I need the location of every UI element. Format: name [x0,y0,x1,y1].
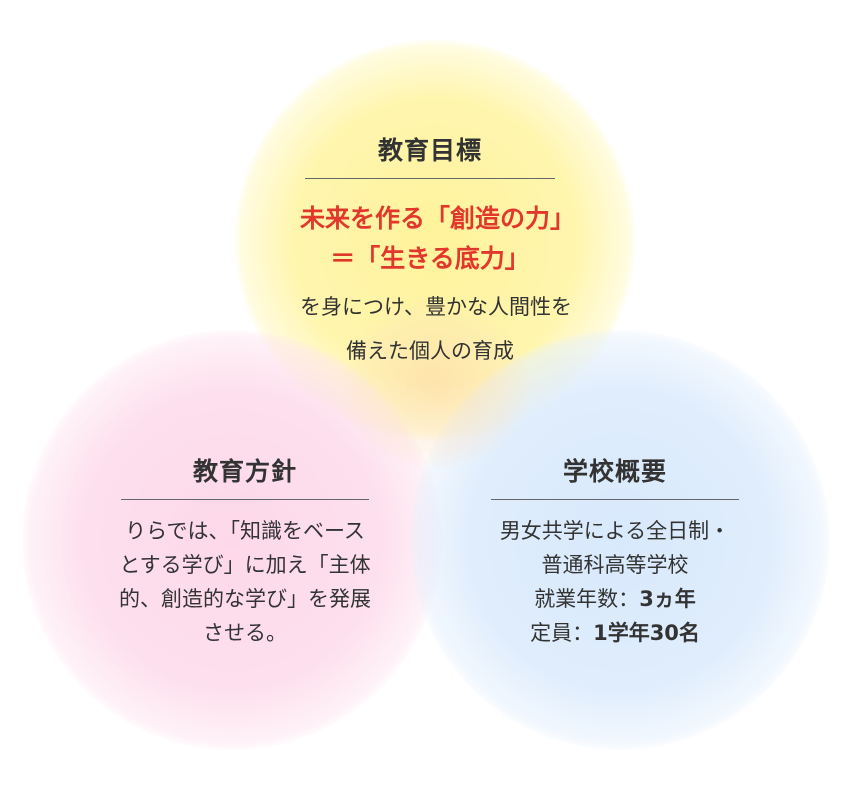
overview-panel: 学校概要 男女共学による全日制・ 普通科高等学校 就業年数：3ヵ年 定員：1学年… [460,455,770,650]
policy-text-line-3: 的、創造的な学び」を発展 [119,587,371,611]
circle-overlap [340,300,530,470]
overview-text-line-1: 男女共学による全日制・ [499,519,731,543]
goal-text-line-1: を身につけ、豊かな人間性を [300,295,572,319]
goal-panel: 教育目標 未来を作る「創造の力」 ＝「生きる底力」 を身につけ、豊かな人間性を … [300,134,576,367]
overview-title: 学校概要 [491,455,739,500]
overview-years-label: 就業年数： [534,587,640,611]
goal-highlight-line-2: ＝「生きる底力」 [330,244,530,273]
overview-years: 就業年数：3ヵ年 [460,582,770,616]
overview-capacity-value: 1学年30名 [593,621,700,645]
overview-years-value: 3ヵ年 [639,587,696,611]
goal-text-line-2: 備えた個人の育成 [346,339,514,363]
policy-text-line-2: とする学び」に加え「主体 [119,553,371,577]
overview-text-line-2: 普通科高等学校 [541,553,689,577]
policy-text-line-4: させる。 [203,621,287,645]
goal-highlight-line-1: 未来を作る「創造の力」 [300,204,576,233]
policy-text-line-1: りらでは、「知識をベース [125,519,365,543]
goal-title: 教育目標 [305,134,555,179]
policy-panel: 教育方針 りらでは、「知識をベース とする学び」に加え「主体 的、創造的な学び」… [90,455,400,650]
overview-capacity-label: 定員： [530,621,594,645]
overview-capacity: 定員：1学年30名 [460,616,770,650]
policy-title: 教育方針 [121,455,369,500]
